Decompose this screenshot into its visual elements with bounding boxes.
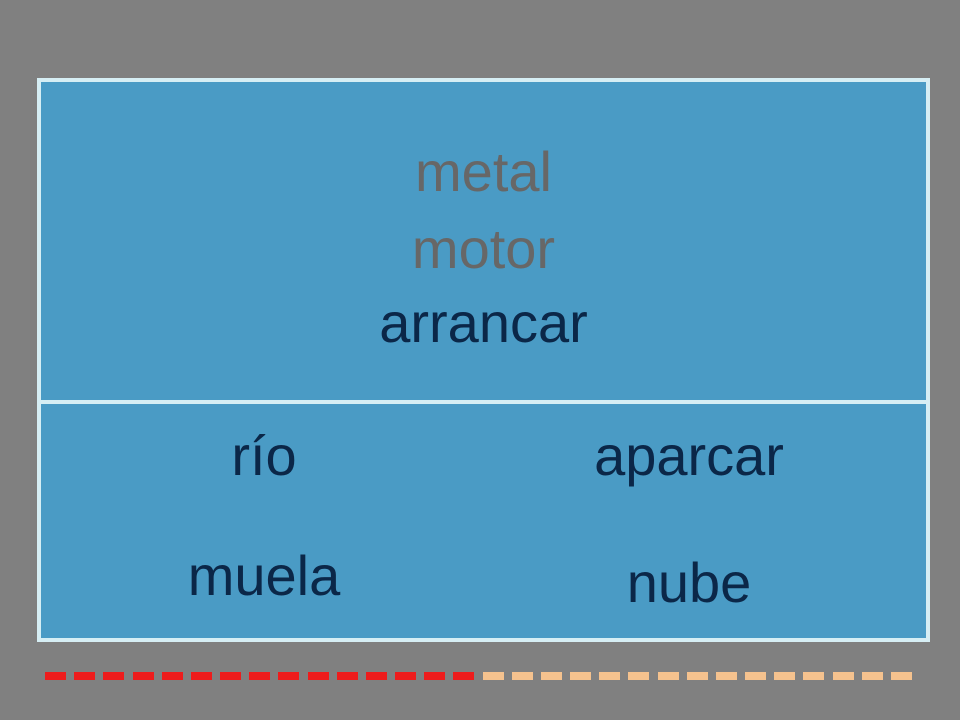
progress-segment (715, 672, 737, 680)
progress-segment (190, 672, 212, 680)
answer-option-3[interactable]: muela (187, 544, 341, 607)
progress-segment (249, 672, 271, 680)
progress-segment (336, 672, 358, 680)
question-card: metal motor arrancar río aparcar muela n… (37, 78, 930, 642)
clue-word-1: metal (415, 140, 552, 203)
answer-option-2[interactable]: aparcar (594, 424, 784, 487)
progress-segment (774, 672, 796, 680)
progress-bar (45, 672, 920, 680)
progress-segment (220, 672, 241, 680)
progress-segment (103, 672, 125, 680)
progress-segment (132, 672, 154, 680)
progress-segment (657, 672, 679, 680)
progress-segment (890, 672, 912, 680)
answer-option-1[interactable]: río (231, 424, 297, 487)
progress-segment (365, 672, 387, 680)
progress-segment (686, 672, 708, 680)
panel-divider (41, 400, 926, 404)
progress-segment (482, 672, 504, 680)
progress-segment (307, 672, 329, 680)
progress-segment (599, 672, 621, 680)
progress-segment (745, 672, 766, 680)
clue-word-2: motor (411, 217, 556, 280)
progress-segment (803, 672, 825, 680)
progress-segment (628, 672, 650, 680)
progress-segment (511, 672, 533, 680)
progress-segment (832, 672, 854, 680)
progress-segment (570, 672, 591, 680)
progress-segment (161, 672, 183, 680)
answer-option-4[interactable]: nube (626, 551, 752, 614)
progress-segment (540, 672, 562, 680)
progress-segment (424, 672, 446, 680)
question-panel: metal motor arrancar (41, 82, 926, 400)
progress-segment (74, 672, 96, 680)
progress-segment (395, 672, 416, 680)
progress-segment (278, 672, 300, 680)
progress-segment (45, 672, 66, 680)
target-word: arrancar (379, 291, 588, 354)
progress-segment (861, 672, 883, 680)
progress-segment (453, 672, 475, 680)
